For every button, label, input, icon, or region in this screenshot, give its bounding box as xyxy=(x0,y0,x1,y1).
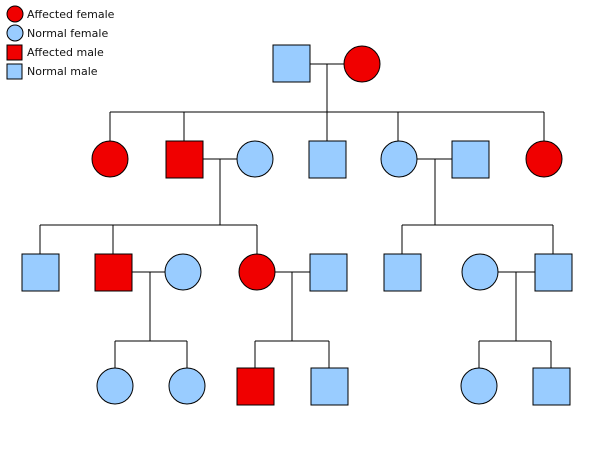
legend: Affected female Normal female Affected m… xyxy=(6,5,115,80)
individual-II-2-spouse xyxy=(236,140,274,178)
legend-affected-female-label: Affected female xyxy=(27,8,115,21)
legend-item-affected-male: Affected male xyxy=(6,44,104,61)
individual-I-2 xyxy=(343,45,381,83)
individual-IV-6 xyxy=(532,367,571,406)
legend-normal-male-symbol xyxy=(6,63,23,80)
pedigree-lines xyxy=(39,63,554,368)
individual-III-6 xyxy=(534,253,573,292)
individual-II-2 xyxy=(165,140,204,179)
individual-III-3-spouse xyxy=(309,253,348,292)
individual-III-2-spouse xyxy=(164,253,202,291)
individual-IV-3 xyxy=(236,367,275,406)
legend-affected-male-label: Affected male xyxy=(27,46,104,59)
individual-II-4 xyxy=(380,140,418,178)
legend-affected-female-symbol xyxy=(6,5,24,23)
pedigree-individuals xyxy=(21,44,573,406)
individual-IV-1 xyxy=(96,367,134,405)
individual-III-4 xyxy=(383,253,422,292)
legend-item-affected-female: Affected female xyxy=(6,5,115,23)
individual-II-1 xyxy=(91,140,129,178)
legend-normal-male-label: Normal male xyxy=(27,65,98,78)
individual-III-5 xyxy=(461,253,499,291)
individual-IV-4 xyxy=(310,367,349,406)
individual-IV-5 xyxy=(460,367,498,405)
individual-II-4-spouse xyxy=(451,140,490,179)
individual-II-3 xyxy=(308,140,347,179)
legend-item-normal-male: Normal male xyxy=(6,63,98,80)
individual-III-1 xyxy=(21,253,60,292)
legend-item-normal-female: Normal female xyxy=(6,24,108,42)
legend-normal-female-symbol xyxy=(6,24,24,42)
legend-normal-female-label: Normal female xyxy=(27,27,108,40)
individual-III-3 xyxy=(238,253,276,291)
individual-II-5 xyxy=(525,140,563,178)
legend-affected-male-symbol xyxy=(6,44,23,61)
individual-I-1 xyxy=(272,44,311,83)
individual-III-2 xyxy=(94,253,133,292)
individual-IV-2 xyxy=(168,367,206,405)
